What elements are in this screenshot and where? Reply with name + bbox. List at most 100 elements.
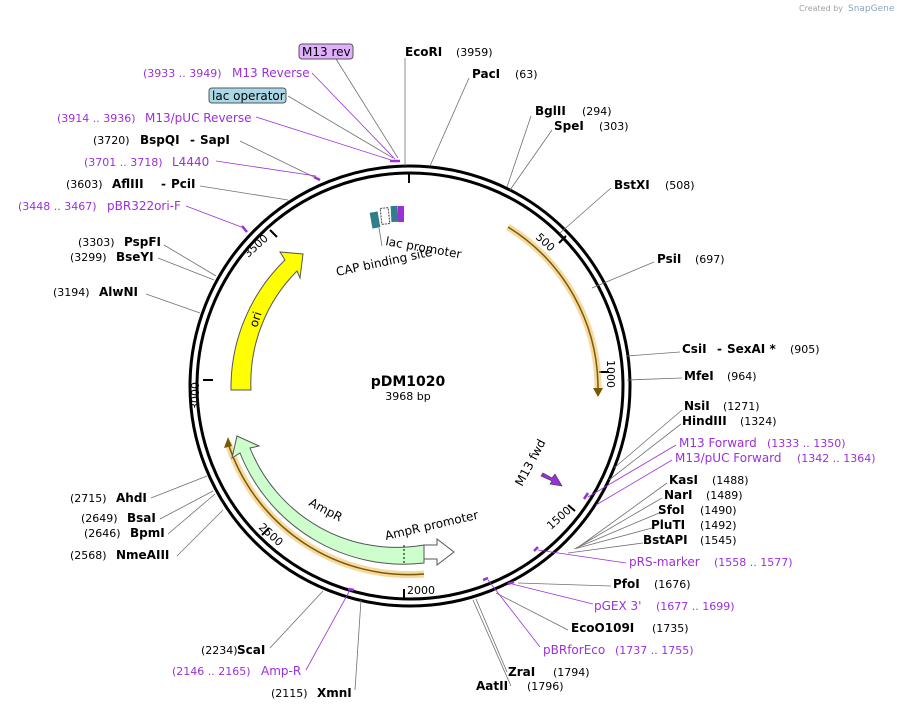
enzyme-zrai[interactable]: ZraI (1794)	[508, 665, 590, 679]
enzyme-bsai[interactable]: (2649) BsaI	[81, 511, 156, 525]
enzyme-name: HindIII	[682, 414, 727, 428]
enzyme-mfei[interactable]: MfeI (964)	[684, 369, 757, 383]
primer-name: pBR322ori-F	[107, 199, 181, 213]
enzyme-position: (1271)	[723, 400, 760, 413]
enzyme-xmni[interactable]: (2115) XmnI	[271, 686, 352, 700]
cap-binding-site-label: CAP binding site	[335, 245, 434, 279]
enzyme-separator: -	[161, 177, 166, 191]
enzyme-kasi[interactable]: KasI (1488)	[669, 473, 749, 487]
enzyme-name: BpmI	[130, 526, 165, 540]
enzyme-pluti[interactable]: PluTI (1492)	[651, 518, 737, 532]
primer-position: (1333 .. 1350)	[767, 437, 846, 450]
enzyme-name: AlwNI	[99, 285, 138, 299]
enzyme-leaders	[145, 58, 683, 691]
enzyme-name: BglII	[535, 104, 566, 118]
enzyme-separator: -	[190, 133, 195, 147]
enzyme-position: (2115)	[271, 687, 308, 700]
enzyme-position: (3959)	[456, 46, 493, 59]
enzyme-separator: -	[717, 342, 722, 356]
enzyme-bstapi[interactable]: BstAPI (1545)	[643, 533, 737, 547]
enzyme-paci[interactable]: PacI (63)	[472, 67, 538, 81]
primer-m13-puc-forward[interactable]: M13/pUC Forward (1342 .. 1364)	[675, 451, 876, 465]
enzyme-position: (2568)	[70, 549, 107, 562]
m13-rev-feature[interactable]	[398, 206, 404, 222]
m13-rev-box[interactable]	[298, 43, 354, 60]
enzyme-name: BspQI	[140, 133, 180, 147]
primer-name: M13/pUC Reverse	[145, 111, 252, 125]
primer-pbrforeco[interactable]: pBRforEco (1737 .. 1755)	[543, 643, 694, 657]
enzyme-aatii[interactable]: AatII (1796)	[476, 679, 564, 693]
enzyme-pfoi[interactable]: PfoI (1676)	[613, 577, 691, 591]
primer-l4440[interactable]: (3701 .. 3718) L4440	[84, 155, 209, 169]
enzyme-afliii-pcii[interactable]: (3603) AflIII - PciI	[66, 177, 196, 191]
m13-rev-box-leader	[335, 58, 399, 159]
enzyme-name: AflIII	[112, 177, 144, 191]
cap-binding-site-feature[interactable]	[369, 211, 381, 229]
enzyme-name: NarI	[664, 488, 693, 502]
enzyme-spei[interactable]: SpeI (303)	[554, 119, 629, 133]
enzyme-nmeaiii[interactable]: (2568) NmeAIII	[70, 548, 169, 562]
lac-operator-box-leader	[287, 95, 394, 159]
enzyme-position: (1735)	[652, 622, 689, 635]
lac-operator-box[interactable]	[208, 87, 287, 104]
ampr-feature[interactable]	[231, 435, 425, 565]
enzyme-scai[interactable]: (2234) ScaI	[201, 643, 265, 657]
enzyme-csii-sexai[interactable]: CsiI - SexAI * (905)	[682, 342, 820, 356]
lac-operator-feature[interactable]	[390, 205, 399, 223]
primer-position: (1342 .. 1364)	[797, 452, 876, 465]
enzyme-sfoi[interactable]: SfoI (1490)	[658, 503, 737, 517]
enzyme-name: SfoI	[658, 503, 685, 517]
ampr-promoter-arrow[interactable]	[423, 537, 455, 567]
enzyme-nari[interactable]: NarI (1489)	[664, 488, 743, 502]
primer-m13-forward[interactable]: M13 Forward (1333 .. 1350)	[679, 436, 846, 450]
enzyme-pspfi[interactable]: (3303) PspFI	[78, 235, 161, 249]
enzyme-name: CsiI	[682, 342, 707, 356]
primer-pgex-3[interactable]: pGEX 3' (1677 .. 1699)	[594, 599, 735, 613]
enzyme-ecoo109i[interactable]: EcoO109I (1735)	[571, 621, 689, 635]
enzyme-nsii[interactable]: NsiI (1271)	[684, 399, 760, 413]
primer-pbr322ori-f[interactable]: (3448 .. 3467) pBR322ori-F	[18, 199, 181, 213]
enzyme-psii[interactable]: PsiI (697)	[657, 252, 725, 266]
primer-prs-marker[interactable]: pRS-marker (1558 .. 1577)	[629, 555, 793, 569]
enzyme-position: (3603)	[66, 178, 103, 191]
primer-leaders	[185, 72, 677, 671]
ori-feature[interactable]	[230, 251, 304, 391]
enzyme-position: (2234)	[201, 644, 238, 657]
enzyme-bpmi[interactable]: (2646) BpmI	[84, 526, 165, 540]
enzyme-ecori[interactable]: EcoRI (3959)	[405, 45, 493, 59]
enzyme-bseyi[interactable]: (3299) BseYI	[70, 250, 154, 264]
primer-position: (2146 .. 2165)	[172, 665, 251, 678]
enzyme-position: (964)	[727, 370, 757, 383]
enzyme-position: (697)	[695, 253, 725, 266]
enzyme-name: EcoRI	[405, 45, 442, 59]
primer-m13-puc-reverse[interactable]: (3914 .. 3936) M13/pUC Reverse	[57, 111, 252, 125]
ampr-promoter-label: AmpR promoter	[384, 508, 480, 543]
lac-promoter-feature[interactable]	[379, 207, 391, 225]
primer-position: (1677 .. 1699)	[656, 600, 735, 613]
primer-amp-r[interactable]: (2146 .. 2165) Amp-R	[172, 664, 301, 678]
enzyme-ahdi[interactable]: (2715) AhdI	[70, 491, 147, 505]
enzyme-position: (1492)	[700, 519, 737, 532]
orf-arc-right-line	[507, 226, 599, 391]
enzyme-bstxi[interactable]: BstXI (508)	[614, 178, 695, 192]
m13-fwd-feature[interactable]	[540, 472, 563, 487]
tick-label-1000: 1000	[604, 360, 617, 388]
enzyme-alwni[interactable]: (3194) AlwNI	[53, 285, 138, 299]
enzyme-bspqi-sapi[interactable]: (3720) BspQI - SapI	[93, 133, 230, 147]
enzyme-position: (2649)	[81, 512, 118, 525]
enzyme-position: (3303)	[78, 236, 115, 249]
enzyme-name: NmeAIII	[116, 548, 169, 562]
enzyme-name: SpeI	[554, 119, 584, 133]
primer-name: L4440	[172, 155, 209, 169]
enzyme-name: XmnI	[317, 686, 352, 700]
plasmid-name: pDM1020	[371, 374, 446, 390]
primer-name: pGEX 3'	[594, 599, 641, 613]
enzyme-bglii[interactable]: BglII (294)	[535, 104, 612, 118]
enzyme-position: (905)	[790, 343, 820, 356]
enzyme-hindiii[interactable]: HindIII (1324)	[682, 414, 777, 428]
enzyme-name: AatII	[476, 679, 508, 693]
primer-position: (3914 .. 3936)	[57, 112, 136, 125]
primer-name: M13 Reverse	[232, 66, 310, 80]
primer-m13-reverse[interactable]: (3933 .. 3949) M13 Reverse	[143, 66, 310, 80]
